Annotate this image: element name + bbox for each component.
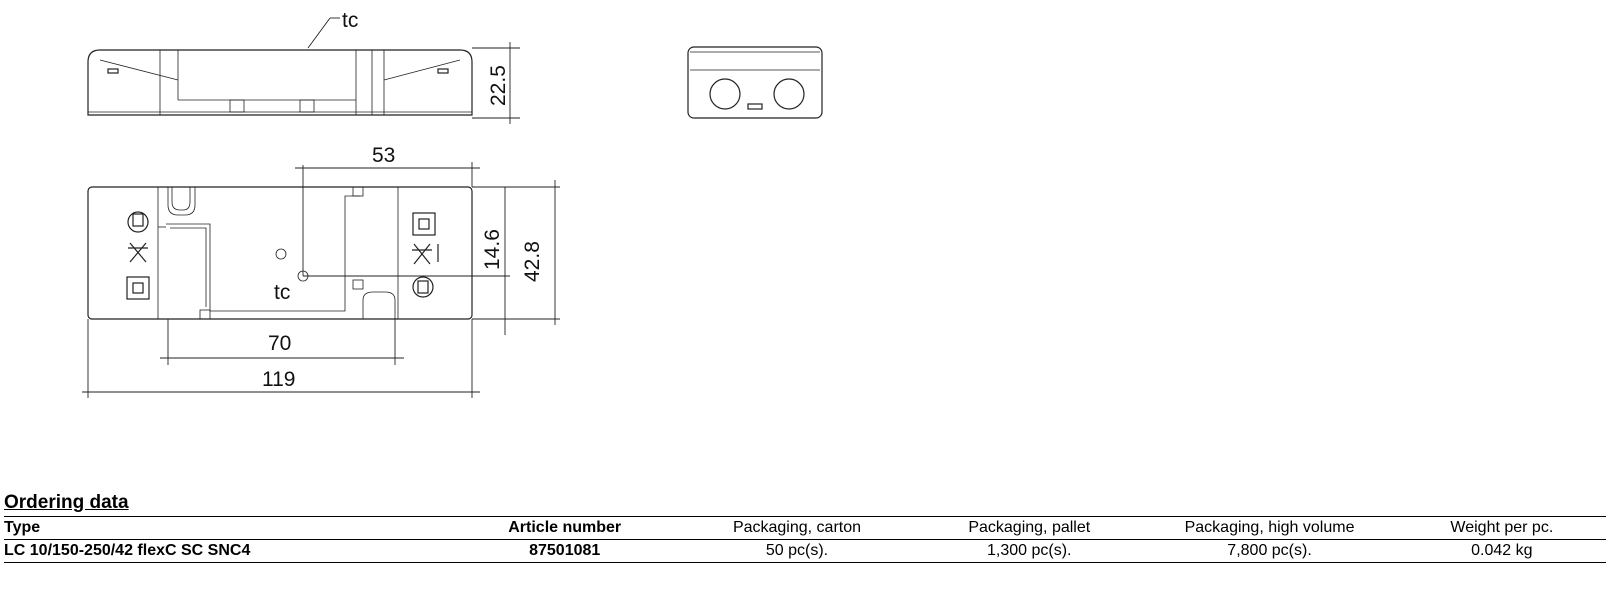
column-header-type: Type	[4, 519, 41, 536]
ordering-data-section: Ordering data Type Article number Packag…	[4, 492, 1606, 563]
tc-label-top: tc	[342, 9, 358, 32]
ordering-table: Type Article number Packaging, carton Pa…	[4, 516, 1606, 563]
side-view	[87, 17, 520, 124]
column-header-packaging-high-volume: Packaging, high volume	[1184, 519, 1355, 536]
dim-119: 119	[262, 368, 295, 391]
end-view	[687, 46, 823, 119]
column-header-article-number: Article number	[508, 519, 622, 536]
column-header-packaging-pallet: Packaging, pallet	[968, 519, 1091, 536]
dim-53: 53	[372, 144, 395, 167]
cell-article-number: 87501081	[529, 542, 601, 559]
cell-packaging-high-volume: 7,800 pc(s).	[1227, 542, 1312, 559]
cell-type: LC 10/150-250/42 flexC SC SNC4	[4, 542, 251, 559]
cell-packaging-pallet: 1,300 pc(s).	[987, 542, 1072, 559]
cell-packaging-carton: 50 pc(s).	[765, 542, 829, 559]
column-header-packaging-carton: Packaging, carton	[732, 519, 862, 536]
technical-drawing: tc 22.5	[82, 9, 823, 398]
section-title: Ordering data	[4, 492, 129, 513]
tc-label-bottom: tc	[274, 281, 290, 304]
table-row: LC 10/150-250/42 flexC SC SNC4 87501081 …	[4, 540, 1606, 563]
column-header-weight: Weight per pc.	[1450, 519, 1554, 536]
top-view	[82, 162, 560, 398]
dim-70: 70	[268, 332, 291, 355]
cell-weight: 0.042 kg	[1471, 542, 1533, 559]
dim-22-5: 22.5	[487, 65, 510, 106]
table-header-row: Type Article number Packaging, carton Pa…	[4, 516, 1606, 540]
dim-42-8: 42.8	[521, 241, 544, 282]
dim-14-6: 14.6	[481, 229, 504, 270]
